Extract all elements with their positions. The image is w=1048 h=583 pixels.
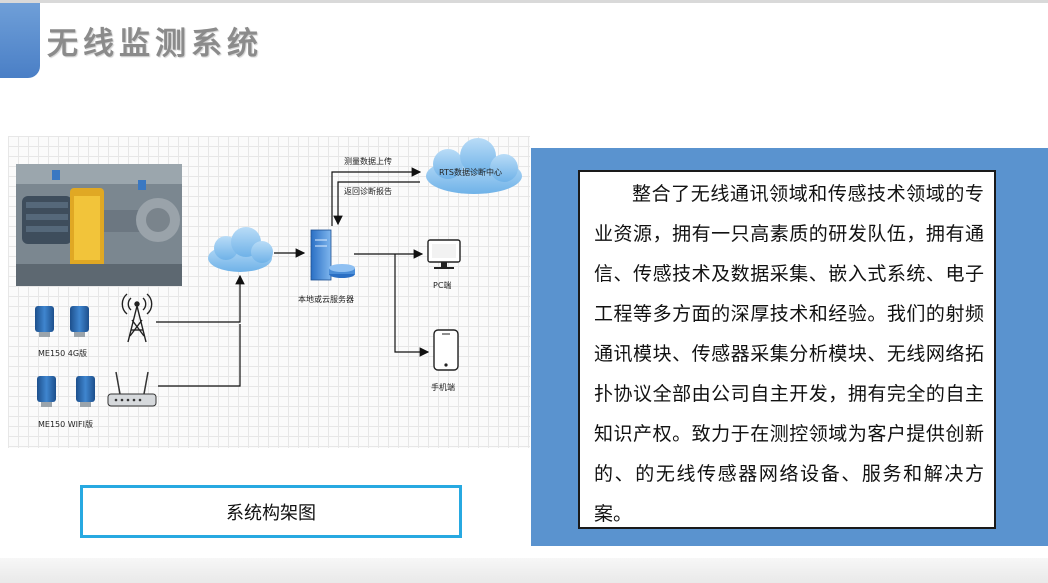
server-label: 本地或云服务器 — [298, 295, 354, 304]
diagram-drawing — [16, 138, 522, 407]
page-title: 无线监测系统 — [47, 26, 263, 62]
pc-label: PC端 — [433, 281, 452, 290]
footer-band — [0, 558, 1048, 583]
wifi-router-icon — [107, 371, 157, 407]
system-architecture-diagram: 测量数据上传 返回诊断报告 RTS数据诊断中心 本地或云服务器 PC端 手机端 … — [8, 136, 530, 448]
rts-cloud-icon — [426, 138, 522, 194]
upload-label: 测量数据上传 — [344, 157, 392, 166]
cell-tower-icon — [121, 293, 153, 343]
company-description: 整合了无线通讯领域和传感技术领域的专业资源，拥有一只高素质的研发队伍，拥有通信、… — [578, 170, 996, 529]
header-accent-tab — [0, 3, 40, 78]
top-divider — [0, 0, 1048, 3]
mobile-label: 手机端 — [431, 383, 455, 392]
sensor-wifi-icons — [37, 376, 95, 407]
machine-photo — [16, 164, 182, 286]
network-connectors — [156, 274, 245, 387]
mobile-phone-icon — [433, 329, 459, 371]
sensor-4g-icons — [35, 306, 89, 337]
server-icon — [310, 229, 355, 281]
diagram-caption: 系统构架图 — [80, 485, 462, 538]
sensor-4g-label: ME150 4G版 — [38, 349, 88, 358]
rts-label: RTS数据诊断中心 — [439, 168, 502, 177]
report-label: 返回诊断报告 — [344, 187, 392, 196]
rts-connectors — [331, 167, 422, 226]
pc-monitor-icon — [427, 239, 461, 269]
diagram-caption-text: 系统构架图 — [226, 502, 316, 524]
client-connectors — [354, 249, 430, 357]
cloud-icon — [208, 227, 273, 272]
sensor-wifi-label: ME150 WIFI版 — [38, 420, 93, 429]
